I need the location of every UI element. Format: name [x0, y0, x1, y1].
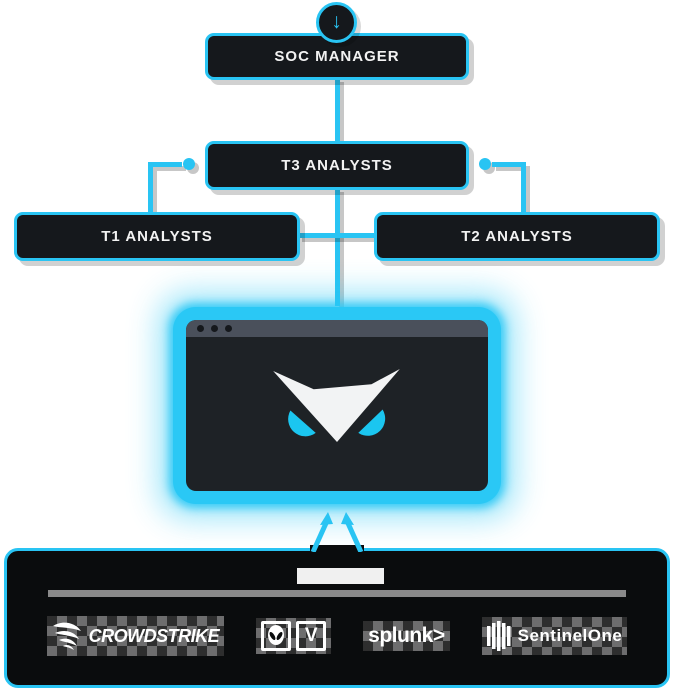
down-arrow-glyph: ↓	[331, 10, 342, 33]
window-control-dot	[211, 325, 218, 332]
node-label: T1 ANALYSTS	[101, 228, 213, 245]
connector-t1-t2-cross	[298, 233, 376, 238]
console-titlebar	[186, 320, 488, 337]
redacted-label	[297, 568, 384, 584]
falcon-icon	[52, 622, 81, 650]
crowdstrike-wordmark: CROWDSTRIKE	[88, 625, 220, 646]
alienvault-v-box: V	[296, 621, 327, 651]
connector-endpoint-dot	[183, 158, 195, 170]
connector-t3-to-console	[335, 188, 340, 306]
connector-soc-to-t3	[335, 78, 340, 143]
window-control-dot	[225, 325, 232, 332]
logo-sentinelone: SentinelOne	[481, 617, 628, 655]
connector-endpoint-dot	[479, 158, 491, 170]
panel-to-console-arrows-icon	[310, 512, 364, 552]
panel-divider	[48, 590, 626, 597]
node-t3-analysts: T3 ANALYSTS	[205, 141, 469, 190]
splunk-wordmark: splunk>	[368, 624, 445, 647]
node-label: SOC MANAGER	[274, 48, 400, 65]
alienvault-letter: V	[304, 625, 318, 646]
alien-icon	[261, 621, 292, 651]
node-t1-analysts: T1 ANALYSTS	[14, 212, 300, 261]
node-label: T2 ANALYSTS	[461, 228, 573, 245]
logo-alienvault: V	[256, 618, 332, 654]
connector-t1-elbow	[148, 158, 195, 214]
window-control-dot	[197, 325, 204, 332]
bars-icon	[486, 621, 511, 651]
integration-logos-row: CROWDSTRIKE V splunk>	[4, 612, 670, 660]
logo-crowdstrike: CROWDSTRIKE	[46, 616, 225, 656]
connector-t2-elbow	[479, 158, 526, 214]
console-window	[186, 320, 488, 491]
logo-splunk: splunk>	[363, 621, 450, 651]
owl-face-logo-icon	[273, 369, 400, 442]
sentinelone-wordmark: SentinelOne	[517, 626, 623, 645]
arrow-down-circle-icon: ↓	[316, 2, 357, 43]
node-label: T3 ANALYSTS	[281, 157, 393, 174]
node-t2-analysts: T2 ANALYSTS	[374, 212, 660, 261]
